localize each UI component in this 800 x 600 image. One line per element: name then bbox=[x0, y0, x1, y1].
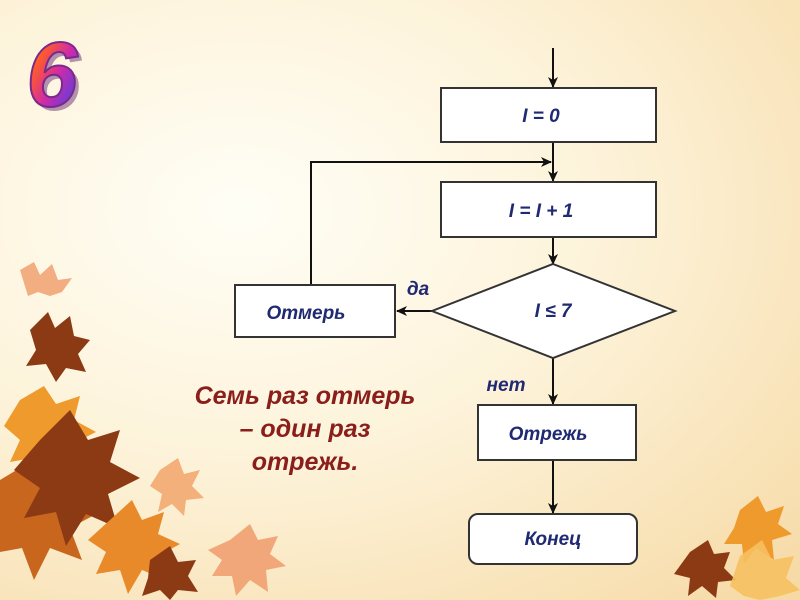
condition-node: I ≤ 7 bbox=[429, 262, 678, 360]
leaf-icon bbox=[674, 540, 736, 598]
final-action-node-label: Отрежь bbox=[509, 424, 588, 445]
leaf-icon bbox=[0, 462, 100, 580]
flowchart-connectors bbox=[310, 48, 558, 514]
leaf-icon bbox=[142, 546, 198, 600]
loop-action-node-label: Отмерь bbox=[267, 303, 346, 324]
leaf-icon bbox=[150, 458, 204, 516]
slide-number-badge: 6 6 bbox=[25, 23, 82, 130]
increment-node: I = I + 1 bbox=[440, 181, 657, 238]
condition-node-label: I ≤ 7 bbox=[535, 301, 573, 322]
caption-line-3: отрежь. bbox=[251, 448, 359, 476]
yes-branch-label: да bbox=[407, 279, 430, 300]
leaf-icon bbox=[26, 312, 90, 382]
leaf-icon bbox=[208, 524, 286, 596]
init-node-label: I = 0 bbox=[522, 106, 560, 127]
caption-line-1: Семь раз отмерь bbox=[194, 382, 416, 410]
final-action-node: Отрежь bbox=[477, 404, 637, 461]
svg-text:6: 6 bbox=[30, 28, 82, 130]
slide-number: 6 bbox=[26, 24, 78, 126]
leaf-icon bbox=[724, 496, 792, 564]
leaf-icon bbox=[14, 410, 140, 546]
increment-node-label: I = I + 1 bbox=[509, 201, 573, 222]
end-node: Конец bbox=[468, 513, 638, 565]
leaf-icon bbox=[730, 540, 800, 600]
caption-line-2: – один раз bbox=[239, 415, 371, 443]
proverb-caption: Семь раз отмерь – один раз отрежь. bbox=[150, 380, 460, 479]
no-branch-label: нет bbox=[487, 375, 526, 396]
leaf-icon bbox=[20, 262, 72, 296]
loop-back-arrow bbox=[310, 157, 552, 284]
end-node-label: Конец bbox=[525, 529, 582, 550]
init-node: I = 0 bbox=[440, 87, 657, 143]
loop-action-node: Отмерь bbox=[234, 284, 396, 338]
autumn-leaves-decoration bbox=[0, 262, 800, 600]
